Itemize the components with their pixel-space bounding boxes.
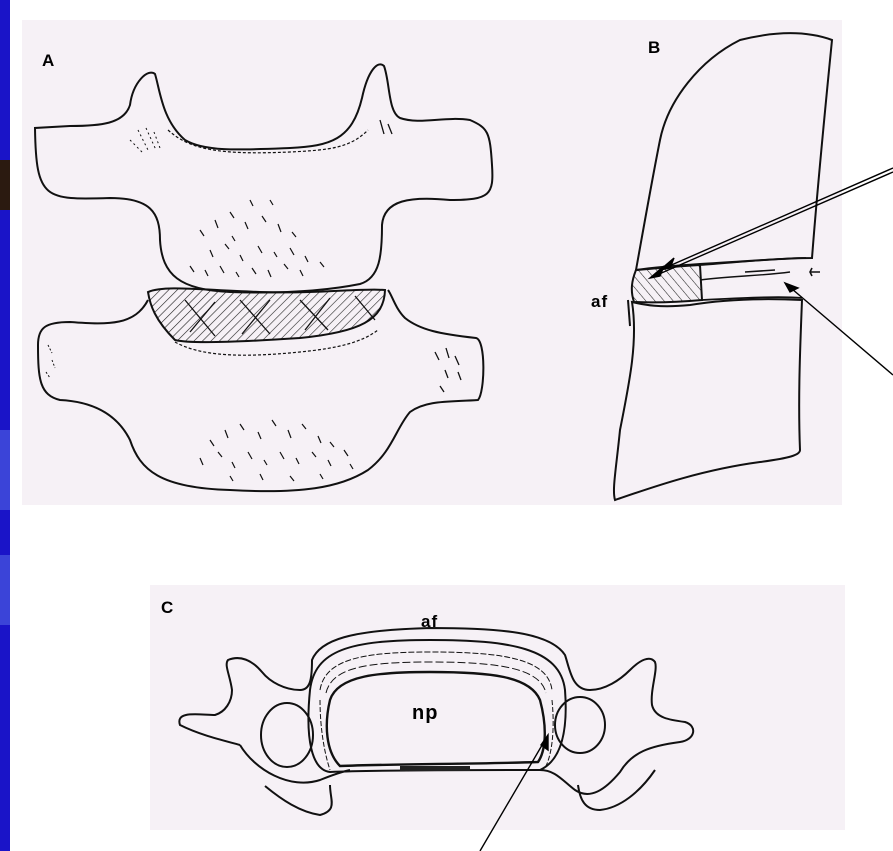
disc-b-outline: [700, 258, 806, 300]
upper-vertebra-texture-right: [380, 120, 392, 134]
panel-b-label: B: [648, 38, 660, 58]
panel-a-label: A: [42, 51, 54, 71]
lower-body-lateral: [614, 299, 802, 500]
right-facet: [555, 697, 605, 753]
upper-vertebra-stipple: [190, 200, 324, 277]
pointer-line-4: [480, 735, 548, 851]
af-marker-b: [628, 300, 630, 326]
panel-c-label: C: [161, 598, 173, 618]
annulus-label-c: af: [421, 612, 438, 632]
upper-vertebra: [35, 64, 492, 292]
lower-vertebra-stipple: [200, 420, 353, 481]
upper-vertebra-texture-left: [130, 128, 160, 152]
pointer-arrowhead-3: [785, 283, 798, 292]
intervertebral-disc-a: [148, 288, 385, 342]
left-process-lower: [265, 785, 332, 815]
lower-vertebra-texture-left: [46, 345, 55, 378]
panel-a-figure: [35, 64, 492, 491]
upper-body-lateral: [636, 33, 832, 270]
pointer-line-1: [660, 168, 893, 270]
annulus-label-b: af: [591, 292, 608, 312]
pointer-line-2: [650, 172, 893, 278]
nucleus-label-c: np: [412, 702, 438, 725]
posterior-lip: [400, 766, 470, 771]
panel-b-figure: [614, 33, 832, 500]
left-facet: [261, 703, 313, 767]
lower-vertebra-texture-right: [435, 348, 461, 392]
disc-b-slit: [700, 272, 790, 280]
